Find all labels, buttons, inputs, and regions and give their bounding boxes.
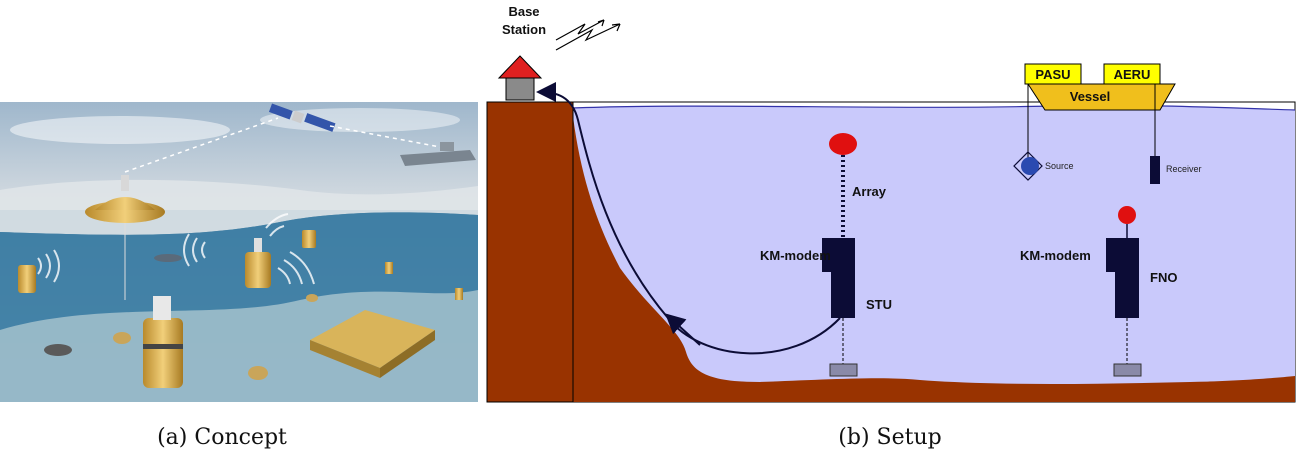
source-icon xyxy=(1013,151,1043,181)
fno-buoy-icon xyxy=(1118,206,1136,224)
setup-diagram: Base Station Vessel PASU AERU Source Re xyxy=(486,4,1296,403)
pasu-label: PASU xyxy=(1035,67,1070,82)
base-station-label-line2: Station xyxy=(502,22,546,37)
receiver-label: Receiver xyxy=(1166,164,1202,174)
km-modem-left-label: KM-modem xyxy=(760,248,831,263)
seabed-station-icon xyxy=(310,310,435,378)
km-modem-right-label: KM-modem xyxy=(1020,248,1091,263)
base-station-icon xyxy=(497,55,543,101)
stu-label: STU xyxy=(866,297,892,312)
water-body xyxy=(572,105,1295,402)
aeru-label: AERU xyxy=(1114,67,1151,82)
array-label: Array xyxy=(852,184,887,199)
seabed xyxy=(572,108,1295,402)
receiver-icon xyxy=(1150,156,1160,184)
satellite-icon xyxy=(268,103,336,132)
surface-buoy-icon xyxy=(85,175,165,223)
fno-icon xyxy=(1115,238,1139,318)
concept-illustration xyxy=(0,102,478,402)
caption-setup: (b) Setup xyxy=(838,425,941,450)
cliff xyxy=(486,101,574,403)
radio-link-icon xyxy=(555,19,621,51)
source-label: Source xyxy=(1045,161,1074,171)
anchor-left xyxy=(829,363,858,377)
vessel-label: Vessel xyxy=(1070,89,1111,104)
ship-icon xyxy=(400,150,476,166)
array-buoy-icon xyxy=(829,133,857,155)
fno-label: FNO xyxy=(1150,270,1177,285)
anchor-right xyxy=(1113,363,1142,377)
cable-to-base-station xyxy=(536,82,841,355)
base-station-label-line1: Base xyxy=(508,4,539,19)
stu-icon xyxy=(831,238,855,318)
caption-concept: (a) Concept xyxy=(157,425,287,450)
sensor-node-icon xyxy=(18,230,463,388)
